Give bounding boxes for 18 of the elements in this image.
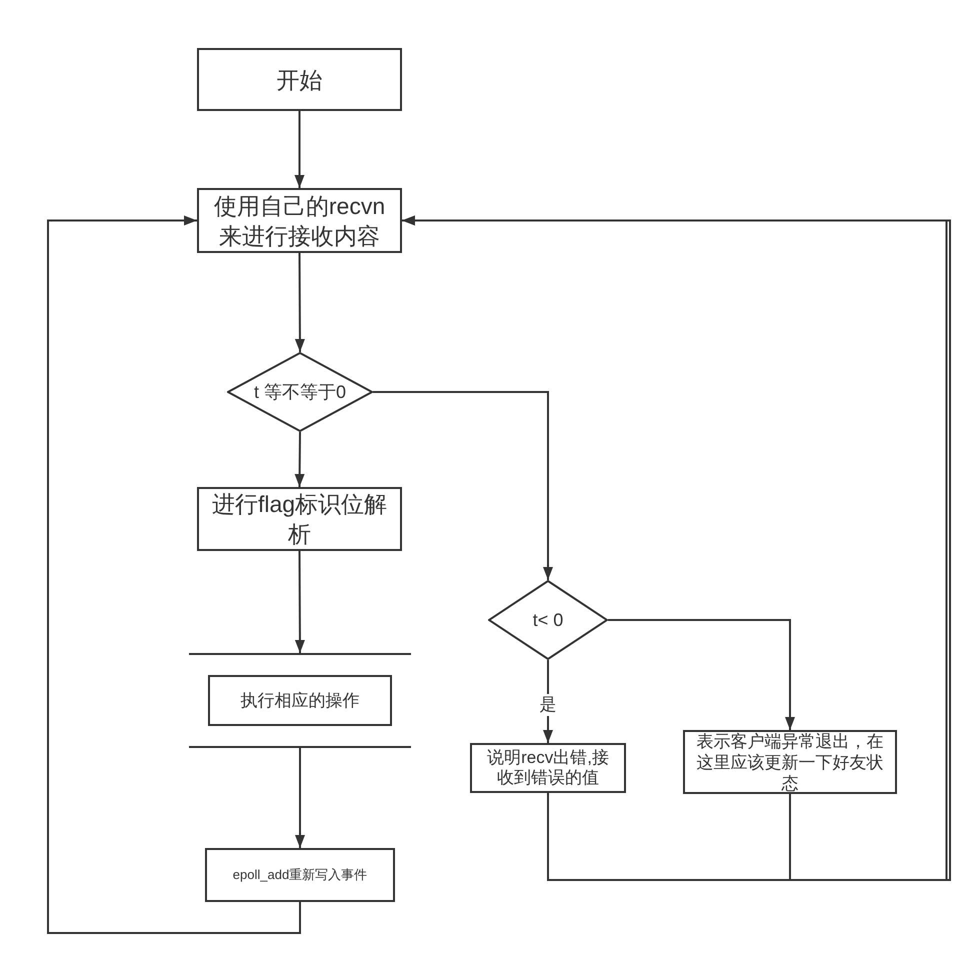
process-box: 使用自己的recvn来进行接收内容 <box>197 188 402 253</box>
arrow <box>47 216 301 934</box>
arrow <box>295 748 305 848</box>
arrow <box>294 111 304 188</box>
process-box: 执行相应的操作 <box>208 675 392 726</box>
arrow <box>294 551 305 653</box>
edge-label: 是 <box>538 694 558 716</box>
arrow <box>294 253 305 352</box>
arrow <box>373 391 553 580</box>
decision-diamond: t< 0 <box>488 580 608 660</box>
arrow <box>294 432 305 488</box>
process-box: 进行flag标识位解析 <box>197 487 402 551</box>
decision-diamond: t 等不等于0 <box>227 352 373 432</box>
process-box: 表示客户端异常退出，在这里应该更新一下好友状态 <box>683 730 897 794</box>
process-box: 开始 <box>197 48 402 111</box>
process-box: epoll_add重新写入事件 <box>205 848 395 902</box>
process-box: 说明recv出错,接收到错误的值 <box>470 743 626 793</box>
arrow <box>608 619 795 730</box>
